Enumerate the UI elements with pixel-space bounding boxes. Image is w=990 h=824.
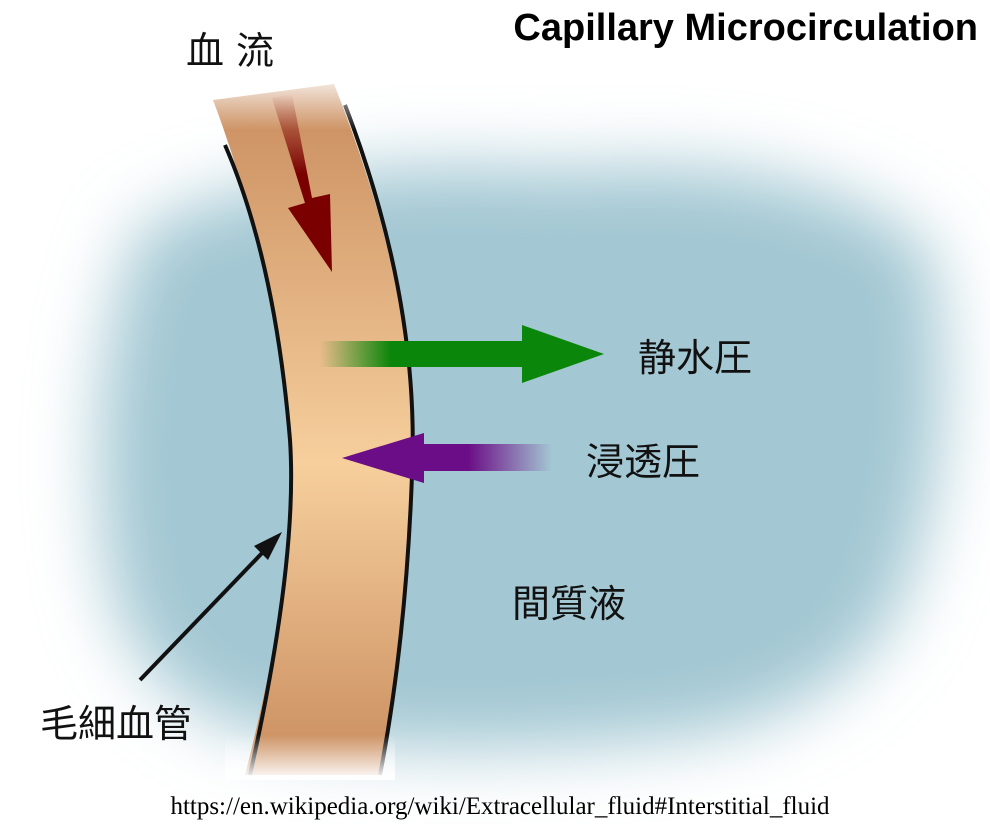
diagram-title: Capillary Microcirculation bbox=[513, 7, 978, 49]
hydrostatic-pressure-arrow bbox=[320, 325, 604, 383]
hydrostatic-pressure-label: 静水圧 bbox=[638, 336, 752, 380]
capillary-pointer-arrow bbox=[138, 532, 282, 682]
source-url: https://en.wikipedia.org/wiki/Extracellu… bbox=[170, 793, 830, 820]
interstitial-fluid-label: 間質液 bbox=[512, 582, 626, 626]
osmotic-pressure-label: 浸透圧 bbox=[586, 440, 700, 484]
capillary-label: 毛細血管 bbox=[40, 702, 192, 746]
osmotic-pressure-arrow bbox=[342, 433, 552, 483]
blood-flow-arrow bbox=[272, 94, 332, 272]
capillary-wall-left bbox=[223, 144, 294, 776]
blood-flow-label: 血 流 bbox=[186, 29, 274, 73]
